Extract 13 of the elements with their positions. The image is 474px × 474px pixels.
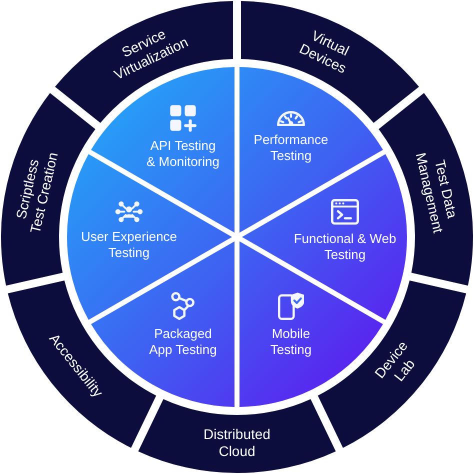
ring-label: Scriptless Test Creation: [12, 150, 62, 236]
wedge-label: Performance Testing: [253, 132, 329, 164]
ring-segment: [240, 1, 419, 123]
wedge-label: Functional & Web Testing: [293, 230, 397, 263]
ring-segment: [55, 1, 234, 123]
wedge-label: Mobile Testing: [270, 326, 312, 358]
ring-segment: [138, 399, 336, 473]
wedge-label: User Experience Testing: [80, 228, 178, 261]
wedge-label: Packaged App Testing: [148, 326, 218, 358]
wedge-label: API Testing & Monitoring: [146, 138, 220, 170]
ring-label: Distributed Cloud: [203, 426, 271, 460]
ring-segment: [317, 280, 467, 448]
pie-wedge: [67, 154, 232, 320]
